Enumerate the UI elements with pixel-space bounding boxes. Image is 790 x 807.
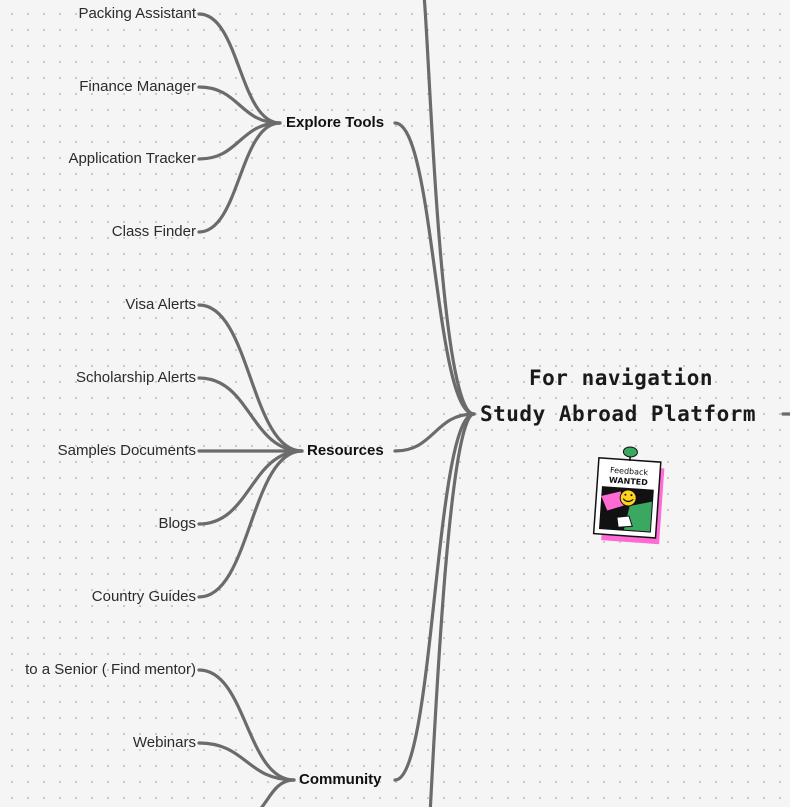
edge-resources-4: [197, 449, 304, 599]
node-scholarship-alerts[interactable]: Scholarship Alerts: [75, 369, 196, 386]
node-country-guides[interactable]: Country Guides: [91, 588, 196, 605]
edge-explore-2: [197, 121, 282, 161]
node-webinars[interactable]: Webinars: [132, 734, 196, 751]
node-finance-manager[interactable]: Finance Manager: [79, 78, 196, 95]
edge-resources-1: [197, 376, 304, 453]
sticker-text-wanted: WANTED: [609, 476, 649, 488]
edge-explore-3: [197, 121, 282, 234]
edge-community-offscreen: [259, 778, 296, 807]
edge-resources-root: [393, 412, 476, 453]
edge-explore-1: [197, 85, 282, 125]
sticker-text-feedback: Feedback: [610, 466, 649, 478]
edge-resources-3: [197, 449, 304, 526]
root-title-line-1[interactable]: For navigation: [529, 366, 714, 390]
edge-community-root: [393, 412, 476, 782]
edge-explore-0: [197, 12, 282, 125]
node-resources[interactable]: Resources: [307, 442, 384, 459]
node-find-mentor[interactable]: to a Senior ( Find mentor): [25, 661, 196, 678]
node-explore-tools[interactable]: Explore Tools: [286, 114, 385, 131]
edge-offscreen-top: [422, 0, 476, 416]
feedback-wanted-sticker[interactable]: Feedback WANTED: [590, 446, 668, 546]
edge-resources-0: [197, 303, 304, 453]
edge-explore-root: [393, 121, 476, 416]
node-community[interactable]: Community: [299, 771, 382, 788]
sticker-pink-shape: [601, 491, 624, 511]
edge-community-1: [197, 741, 296, 782]
node-packing-assistant[interactable]: Packing Assistant: [78, 5, 196, 22]
node-class-finder[interactable]: Class Finder: [111, 223, 196, 240]
node-visa-alerts[interactable]: Visa Alerts: [125, 296, 196, 313]
edge-offscreen-bottom: [428, 412, 476, 807]
edge-community-0: [197, 668, 296, 782]
node-blogs[interactable]: Blogs: [158, 515, 196, 532]
pushpin-icon: [622, 446, 638, 458]
sticker-hand-shape: [616, 515, 633, 528]
node-application-tracker[interactable]: Application Tracker: [68, 150, 196, 167]
root-title-line-2[interactable]: Study Abroad Platform: [480, 402, 757, 426]
node-samples-documents[interactable]: Samples Documents: [57, 442, 196, 459]
smiley-face-icon: [619, 489, 637, 507]
